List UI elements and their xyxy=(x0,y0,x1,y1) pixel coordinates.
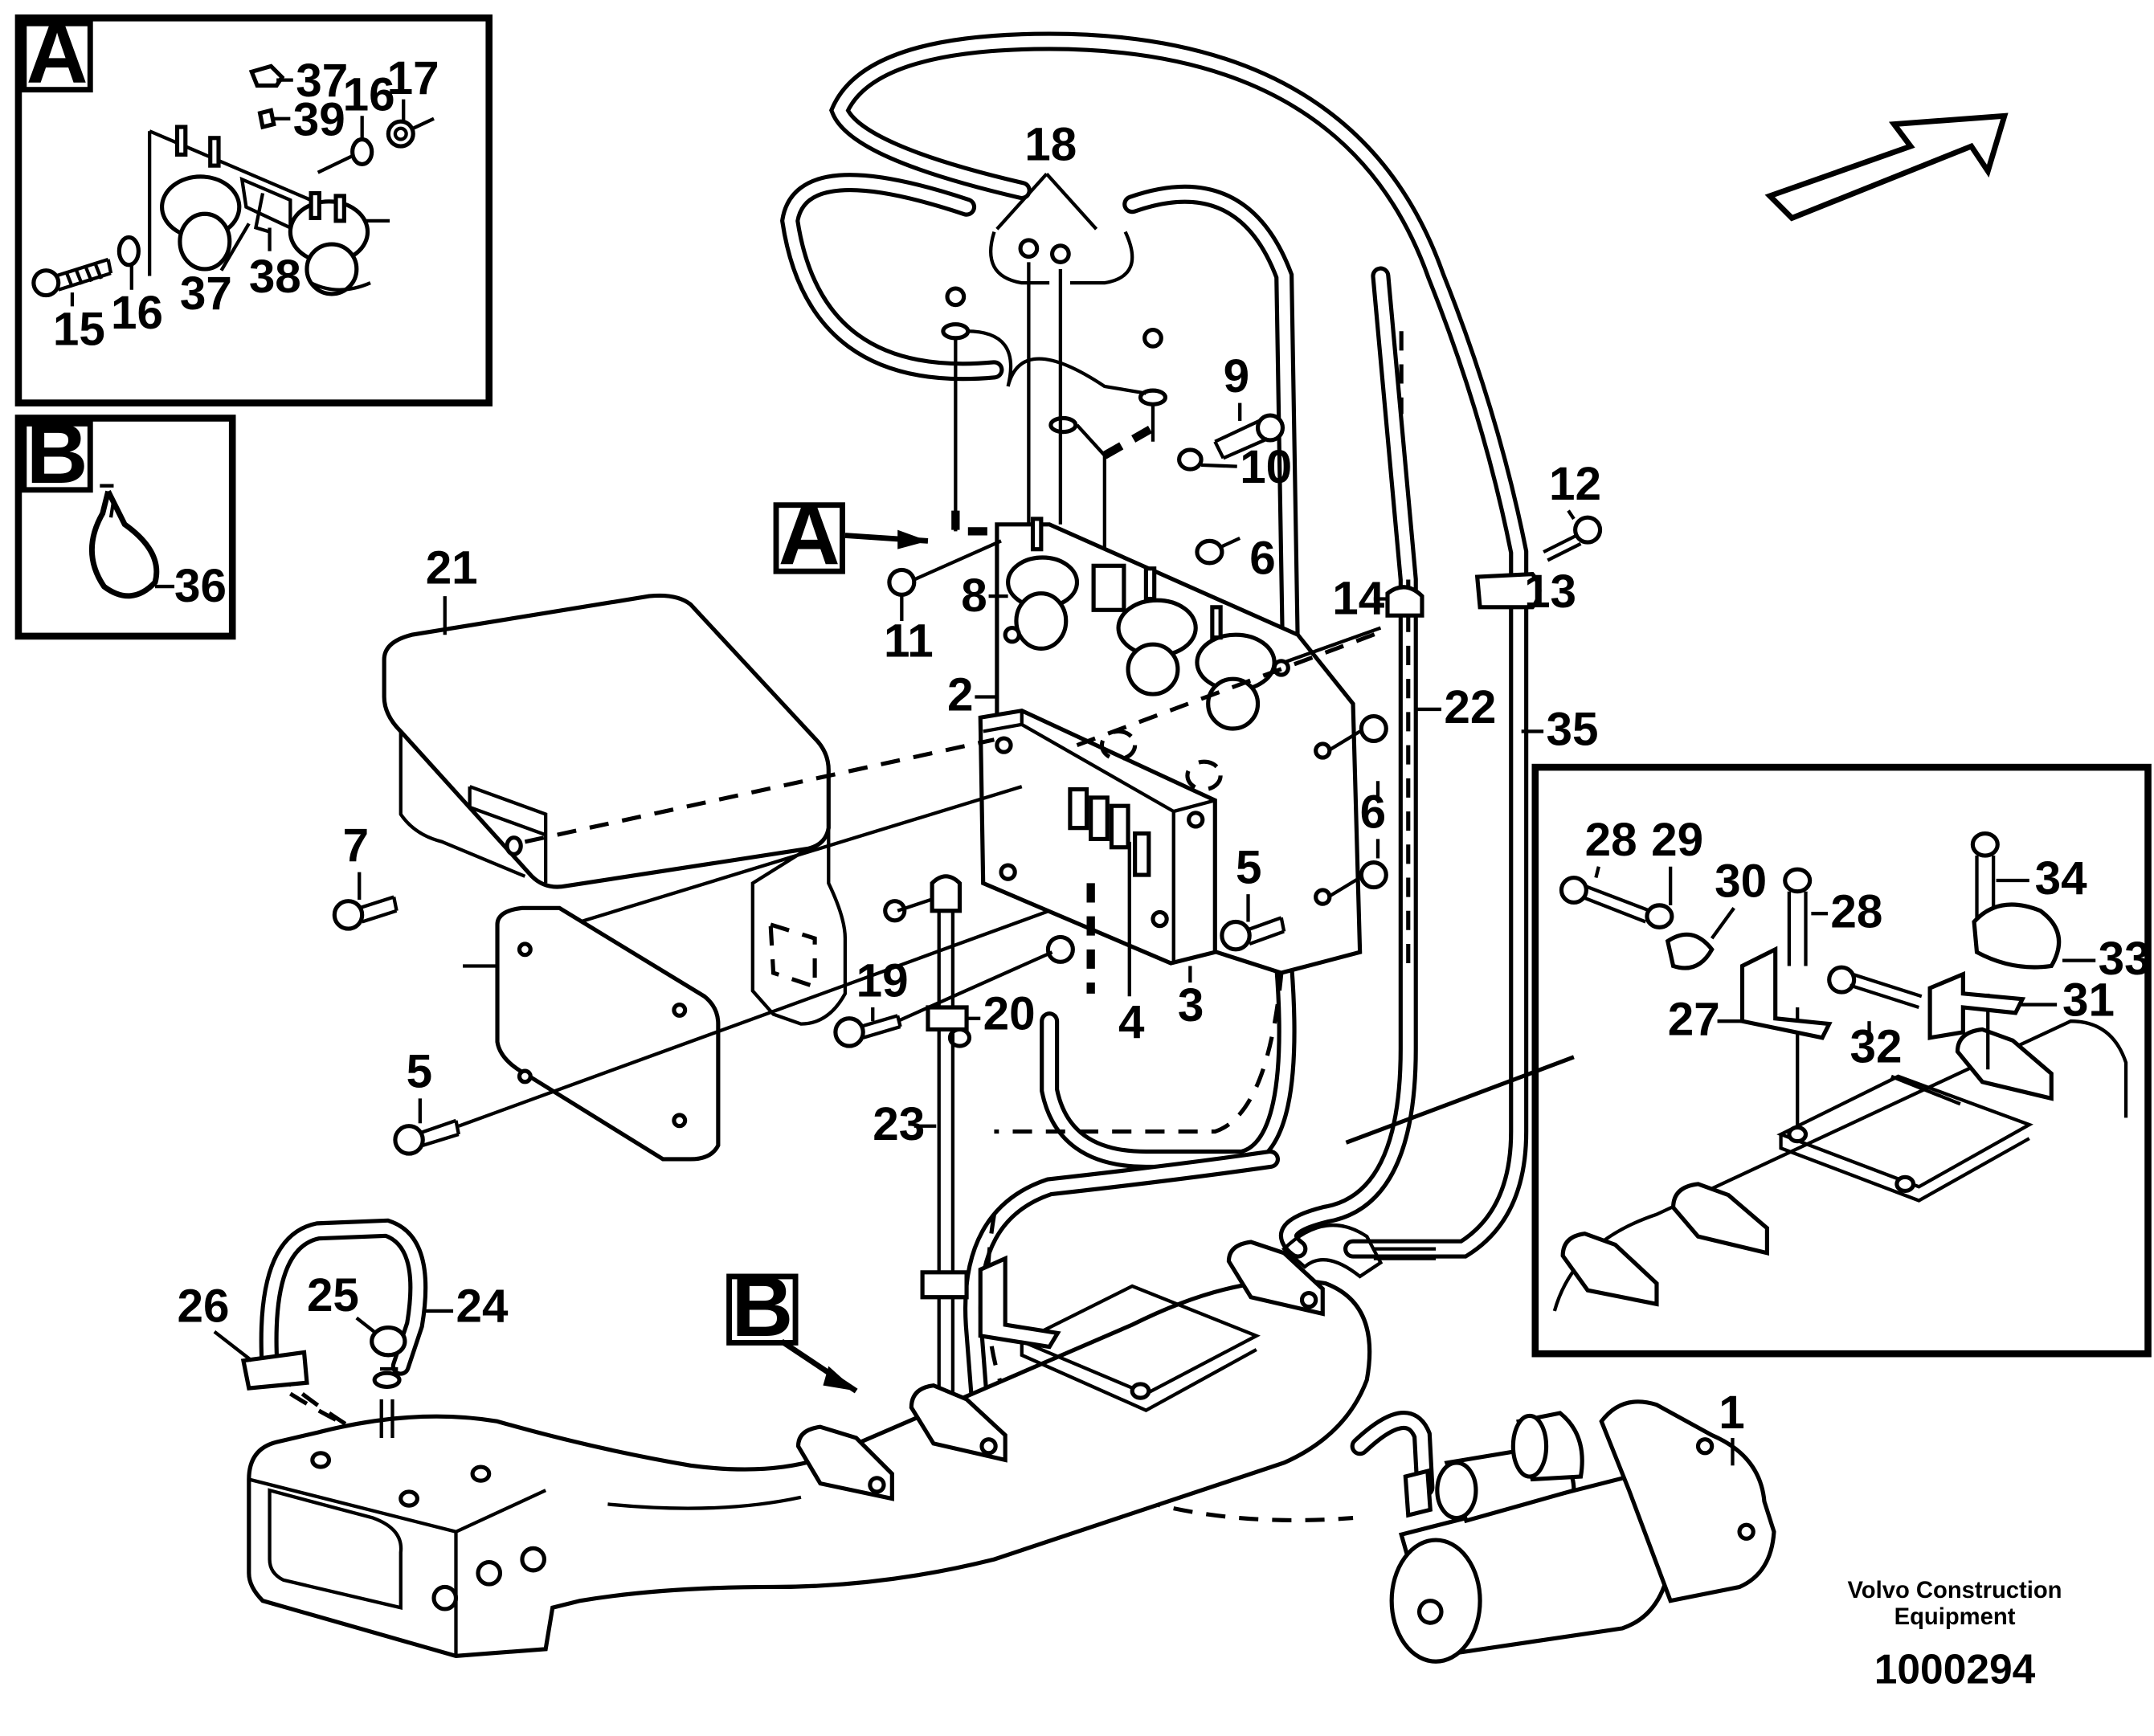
callout-34: 34 xyxy=(2035,852,2087,905)
pointer-b: B xyxy=(726,1259,858,1394)
callout-10: 10 xyxy=(1240,441,1292,493)
callout-32: 32 xyxy=(1849,1021,1902,1073)
callout-8: 8 xyxy=(961,570,987,622)
pointer-a: A xyxy=(773,488,929,583)
callout-21: 21 xyxy=(426,542,478,594)
callout-15: 15 xyxy=(53,303,105,355)
detail-bracket-panel: 28 29 30 28 27 32 34 33 31 xyxy=(1531,763,2152,1358)
chassis-frame xyxy=(247,1223,1437,1658)
callout-31: 31 xyxy=(2062,974,2115,1026)
callout-33: 33 xyxy=(2099,933,2151,985)
detail-b-panel: B 36 xyxy=(14,406,236,640)
callout-17: 17 xyxy=(387,52,439,104)
drawing-number: 1000294 xyxy=(1874,1646,2036,1693)
cover-plate xyxy=(463,905,721,1162)
callout-16: 16 xyxy=(343,68,395,120)
callout-11: 11 xyxy=(884,615,934,668)
callout-2: 2 xyxy=(947,669,973,721)
callout-6a: 6 xyxy=(1249,533,1275,585)
callout-38: 38 xyxy=(249,251,301,303)
callout-12: 12 xyxy=(1549,458,1601,510)
bolt-9: 9 10 xyxy=(1177,350,1292,493)
callout-26: 26 xyxy=(177,1281,229,1333)
callout-23: 23 xyxy=(873,1098,925,1150)
callout-36: 36 xyxy=(174,560,227,612)
callout-28b: 28 xyxy=(1830,885,1882,937)
detail-a-solenoids xyxy=(147,125,390,296)
callout-27: 27 xyxy=(1668,993,1720,1045)
callout-9: 9 xyxy=(1224,350,1249,402)
cable-terminals-18: 18 xyxy=(941,118,1168,635)
pointer-b-letter: B xyxy=(731,1259,793,1354)
callout-24: 24 xyxy=(456,1281,508,1333)
relay-box-3 xyxy=(978,630,1382,966)
starter-motor-1: 1 xyxy=(1350,1387,1776,1664)
callout-5b: 5 xyxy=(407,1046,432,1098)
callout-4: 4 xyxy=(1118,996,1145,1048)
detail-b-letter: B xyxy=(27,406,88,501)
callout-18: 18 xyxy=(1024,118,1077,170)
callout-5a: 5 xyxy=(1236,841,1261,893)
callout-16b: 16 xyxy=(111,287,163,339)
cable-24: 26 25 24 xyxy=(177,1218,509,1438)
callout-7: 7 xyxy=(343,819,369,872)
detail-a-bolt xyxy=(31,235,141,298)
callout-25: 25 xyxy=(307,1269,359,1321)
pointer-a-letter: A xyxy=(779,488,840,583)
detail-a-panel: A 37 xyxy=(14,6,493,406)
title-block: Volvo Construction Equipment 1000294 xyxy=(1848,1578,2062,1693)
callout-35: 35 xyxy=(1547,704,1599,756)
callout-6b: 6 xyxy=(1360,786,1386,839)
callout-30: 30 xyxy=(1715,856,1767,908)
callout-3: 3 xyxy=(1178,979,1204,1031)
callout-1: 1 xyxy=(1719,1387,1744,1439)
washer-6: 6 6 xyxy=(1195,533,1386,859)
callout-29: 29 xyxy=(1651,814,1703,866)
callout-13: 13 xyxy=(1524,566,1576,618)
callout-19: 19 xyxy=(856,954,909,1007)
clamps-13-14: 12 13 14 xyxy=(1332,458,1603,624)
direction-arrow xyxy=(1764,112,2009,222)
callout-37b: 37 xyxy=(180,268,232,320)
detail-a-letter: A xyxy=(27,6,88,101)
callout-28a: 28 xyxy=(1585,814,1637,866)
callout-39: 39 xyxy=(293,93,345,145)
company-name-line1: Volvo Construction xyxy=(1848,1578,2062,1603)
company-name-line2: Equipment xyxy=(1894,1604,2016,1630)
cover-21: 21 xyxy=(382,542,1023,1026)
cable-23: 23 xyxy=(873,874,969,1422)
callout-20: 20 xyxy=(983,987,1036,1040)
callout-22: 22 xyxy=(1444,681,1496,733)
callout-37: 37 xyxy=(296,55,348,107)
